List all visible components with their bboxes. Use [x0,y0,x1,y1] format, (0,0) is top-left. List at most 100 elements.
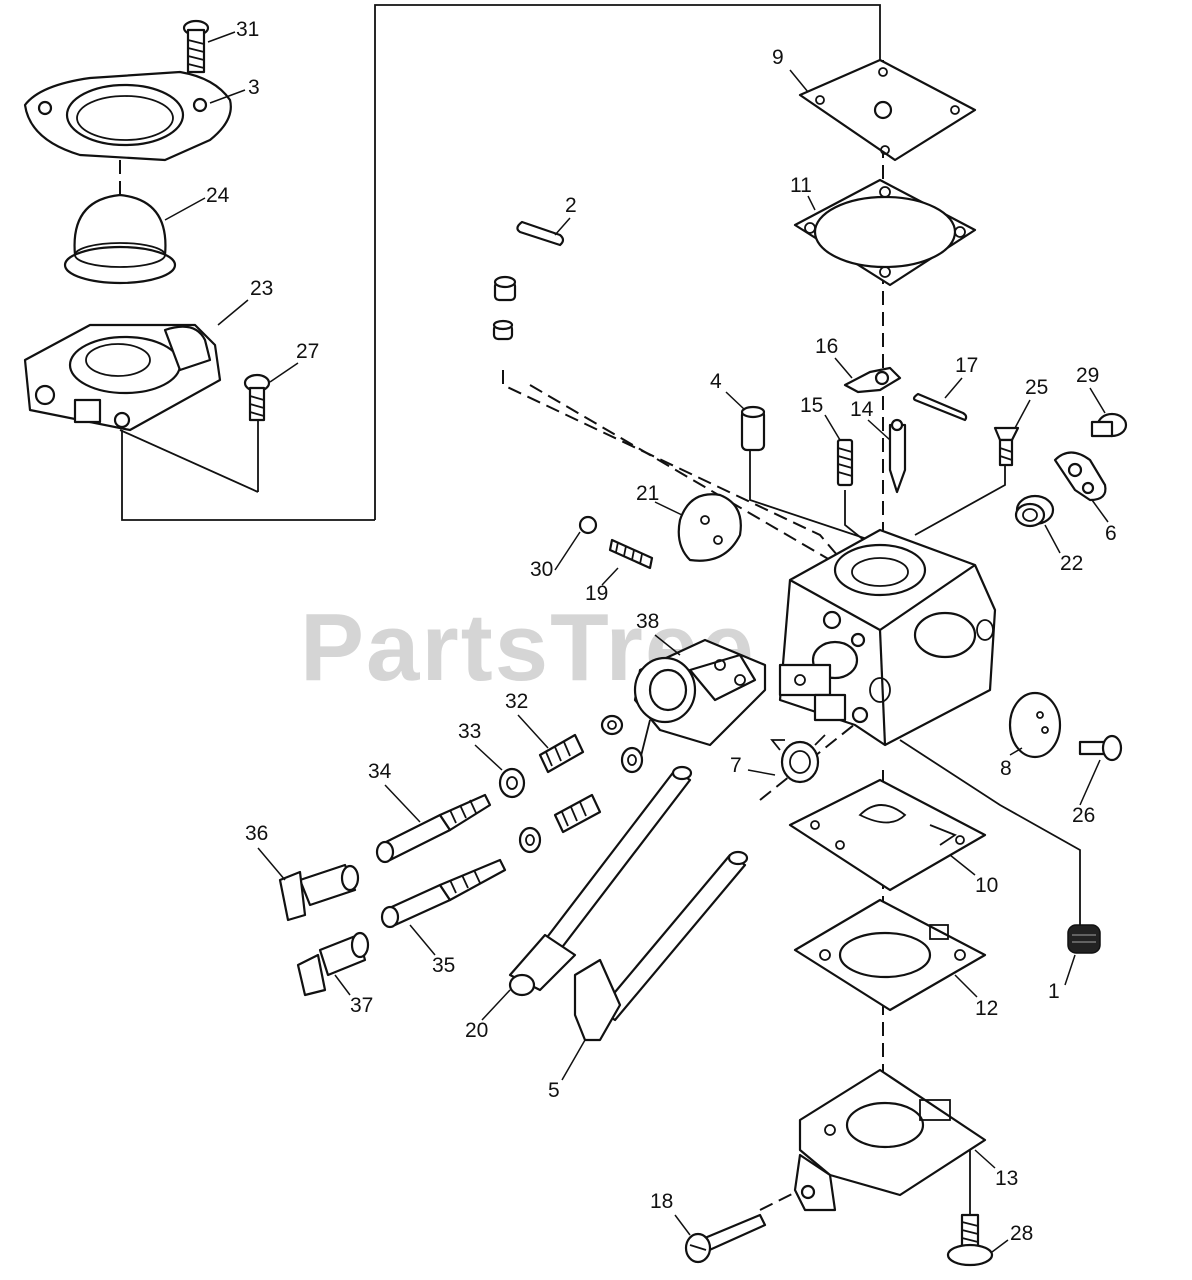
part-shapes [23,19,1128,1267]
leader-line-4 [725,391,746,411]
leader-line-2 [554,217,571,236]
screw-31-icon [182,19,210,74]
callout-label-3: 3 [248,76,260,99]
callout-label-21: 21 [636,482,659,505]
spring-lower-icon [518,746,644,854]
leader-line-22 [1044,524,1061,554]
lever-16-icon [843,366,902,394]
plug-4-icon [740,405,766,452]
callout-label-22: 22 [1060,552,1083,575]
leader-line-15 [824,414,841,441]
leader-line-31 [207,31,236,43]
nut-1-icon [1067,924,1101,954]
callout-label-29: 29 [1076,364,1099,387]
leader-line-12 [954,974,978,998]
diaphragm-9-icon [798,58,977,162]
callout-label-11: 11 [790,174,812,197]
leader-line-11 [807,195,816,211]
washer-33-icon [498,767,526,799]
callout-label-1: 1 [1048,980,1060,1003]
screw-28-icon [946,1213,994,1267]
leader-line-26 [1079,759,1101,806]
screw-26-icon [1078,734,1123,762]
callout-label-2: 2 [565,194,577,217]
callout-label-14: 14 [850,398,874,421]
cap-small-icon [492,275,517,341]
leader-line-33 [474,744,503,771]
leader-line-28 [991,1239,1009,1253]
gasket-11-icon [793,178,977,287]
leader-line-6 [1091,499,1109,523]
plate-21-icon [677,493,742,562]
screw-25-icon [993,426,1020,467]
leader-line-37 [334,974,351,996]
pump-cover-13-icon [793,1068,987,1212]
leader-line-20 [481,989,511,1021]
callout-label-23: 23 [250,277,273,300]
leader-line-13 [974,1149,996,1169]
leader-line-18 [674,1214,691,1236]
screw-18-icon [684,1213,767,1264]
callout-label-17: 17 [955,354,978,377]
leader-line-1 [1064,954,1076,986]
leader-line-24 [164,197,206,221]
callout-label-15: 15 [800,394,823,417]
leader-line-7 [747,769,776,776]
leader-line-30 [554,531,581,571]
leader-line-35 [409,924,436,956]
leader-line-36 [257,847,286,881]
leader-line-19 [601,567,619,586]
leader-line-10 [949,854,976,876]
shaft-5-icon [573,850,749,1042]
spring-15-icon [836,438,854,487]
callout-label-28: 28 [1010,1222,1033,1245]
pin-2-icon [516,220,565,247]
plate-8-icon [1008,691,1062,759]
callout-label-35: 35 [432,954,455,977]
callout-label-32: 32 [505,690,528,713]
callout-label-9: 9 [772,46,784,69]
callout-label-24: 24 [206,184,230,207]
callout-label-33: 33 [458,720,481,743]
leader-line-3 [209,89,246,104]
leader-line-8 [1009,747,1023,756]
callout-label-6: 6 [1105,522,1117,545]
callout-label-26: 26 [1072,804,1095,827]
callout-label-16: 16 [815,335,838,358]
callout-label-38: 38 [636,610,659,633]
callout-label-12: 12 [975,997,998,1020]
callout-label-34: 34 [368,760,392,783]
screw-27-icon [243,373,271,422]
gasket-12-icon [793,898,987,1012]
primer-cover-3-icon [23,70,232,162]
callout-label-19: 19 [585,582,608,605]
leader-line-9 [789,69,809,93]
leader-line-27 [269,362,299,383]
leader-line-17 [944,377,963,399]
leader-line-32 [517,714,549,749]
leader-line-29 [1089,387,1106,414]
callout-label-36: 36 [245,822,268,845]
callout-label-20: 20 [465,1019,488,1042]
spring-32-icon [538,714,624,774]
carburetor-body-icon [778,528,997,747]
callout-label-18: 18 [650,1190,673,1213]
leader-line-25 [1014,399,1031,429]
needle-screw-35-icon [380,858,507,929]
shaft-20-icon [508,765,693,997]
callout-label-37: 37 [350,994,373,1017]
callout-label-4: 4 [710,370,722,393]
callout-label-31: 31 [236,18,259,41]
callout-label-27: 27 [296,340,319,363]
limiter-cap-36-icon [278,863,360,922]
leader-line-23 [217,299,249,326]
needle-14-icon [888,418,907,494]
leader-line-38 [654,634,681,656]
bushing-22-icon [1014,494,1055,528]
bracket-6-icon [1053,451,1107,502]
gasket-10-icon [788,778,987,892]
callout-label-8: 8 [1000,757,1012,780]
